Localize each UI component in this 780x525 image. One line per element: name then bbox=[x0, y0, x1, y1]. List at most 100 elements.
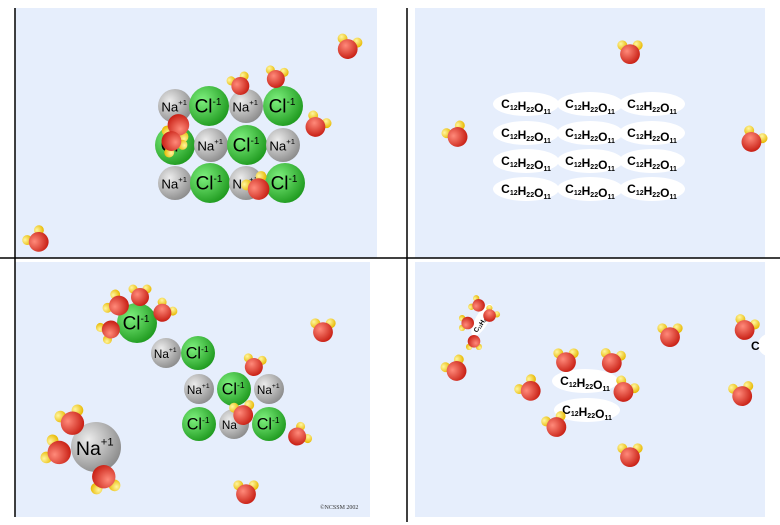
sucrose-formula: C12H22O11 bbox=[501, 97, 551, 116]
oxygen-atom bbox=[153, 303, 172, 322]
ion-label: Na+1 bbox=[154, 347, 177, 361]
ion-label: Cl-1 bbox=[271, 173, 298, 194]
water-molecule bbox=[161, 131, 188, 158]
sucrose-cloud bbox=[493, 121, 559, 145]
sucrose-cloud bbox=[557, 121, 623, 145]
water-molecule bbox=[617, 40, 643, 64]
chloride-ion: Cl-1 bbox=[252, 407, 286, 441]
sucrose-formula: C12H22O11 bbox=[501, 126, 551, 145]
oxygen-atom bbox=[447, 127, 468, 147]
ion-sphere bbox=[194, 128, 228, 162]
ion-sphere bbox=[181, 336, 215, 370]
water-molecule bbox=[288, 421, 313, 446]
sucrose-molecule: C12H22O11 bbox=[619, 121, 685, 145]
ion-label: Cl-1 bbox=[257, 415, 280, 433]
oxygen-atom bbox=[620, 44, 640, 64]
sucrose-cloud bbox=[619, 149, 685, 173]
sodium-ion: Na+1 bbox=[151, 338, 181, 368]
sucrose-molecule: C12H22O11 bbox=[619, 177, 685, 201]
ion-label: Cl-1 bbox=[222, 380, 245, 398]
sucrose-cloud bbox=[493, 92, 559, 116]
chloride-ion: Cl-1 bbox=[117, 303, 157, 343]
oxygen-atom bbox=[161, 131, 182, 151]
chloride-ion: Cl-1 bbox=[190, 163, 230, 203]
sucrose-cloud bbox=[619, 121, 685, 145]
sodium-ion: Na+1 bbox=[266, 128, 300, 162]
sodium-ion: Na+1 bbox=[254, 374, 284, 404]
oxygen-atom bbox=[244, 357, 263, 376]
water-molecule bbox=[657, 323, 683, 347]
sucrose-cloud bbox=[493, 149, 559, 173]
water-molecule bbox=[514, 374, 541, 401]
oxygen-atom bbox=[231, 76, 250, 95]
chloride-ion: Cl-1 bbox=[189, 86, 229, 126]
water-molecule bbox=[483, 304, 501, 322]
oxygen-atom bbox=[556, 352, 576, 372]
water-molecule bbox=[613, 375, 640, 402]
water-molecule bbox=[226, 71, 250, 95]
sucrose-molecule: C12H22O11 bbox=[557, 121, 623, 145]
ion-sphere bbox=[158, 89, 192, 123]
sucrose-formula-partial: C bbox=[751, 339, 760, 353]
oxygen-atom bbox=[288, 427, 307, 446]
oxygen-atom bbox=[236, 484, 256, 504]
oxygen-atom bbox=[461, 316, 474, 330]
sucrose-molecule: C12H22O11 bbox=[619, 149, 685, 173]
ion-sphere bbox=[189, 86, 229, 126]
sucrose-molecule: C12H22O11 bbox=[619, 92, 685, 116]
oxygen-atom bbox=[313, 322, 333, 342]
water-molecule bbox=[95, 320, 120, 345]
oxygen-atom bbox=[734, 320, 755, 340]
oxygen-atom bbox=[109, 295, 129, 316]
oxygen-atom bbox=[131, 288, 149, 306]
ion-sphere bbox=[254, 374, 284, 404]
sucrose-formula: C12H22O11 bbox=[565, 182, 615, 201]
water-molecule bbox=[310, 318, 336, 342]
water-molecule bbox=[243, 353, 267, 376]
chloride-ion: Cl-1 bbox=[217, 372, 251, 406]
ion-label: Cl-1 bbox=[196, 173, 223, 194]
sucrose-cloud bbox=[619, 177, 685, 201]
oxygen-atom bbox=[741, 132, 762, 152]
ion-sphere bbox=[151, 338, 181, 368]
ion-sphere bbox=[71, 422, 121, 472]
ion-sphere bbox=[263, 86, 303, 126]
ion-label: Cl-1 bbox=[269, 96, 296, 117]
oxygen-atom bbox=[101, 320, 120, 339]
chloride-ion: Cl-1 bbox=[263, 86, 303, 126]
sucrose-formula: C12H22O11 bbox=[565, 154, 615, 173]
sucrose-cloud bbox=[557, 177, 623, 201]
sucrose-formula: C12H22O11 bbox=[560, 374, 610, 393]
oxygen-atom bbox=[92, 465, 116, 489]
water-molecule bbox=[233, 480, 259, 504]
oxygen-atom bbox=[266, 69, 285, 88]
chloride-ion: Cl-1 bbox=[182, 407, 216, 441]
sucrose-molecule: C12H22O11 bbox=[552, 369, 618, 393]
ion-label: Na+1 bbox=[187, 383, 210, 397]
sucrose-formula: C12H22O11 bbox=[565, 126, 615, 145]
oxygen-atom bbox=[601, 353, 622, 373]
water-molecule bbox=[305, 110, 332, 137]
copyright-credit: ©NCSSM 2002 bbox=[320, 505, 359, 511]
chloride-ion: Cl-1 bbox=[265, 163, 305, 203]
oxygen-atom bbox=[167, 114, 190, 136]
water-molecule bbox=[229, 400, 255, 425]
ion-label: Cl-1 bbox=[233, 135, 260, 156]
water-molecule bbox=[440, 354, 467, 381]
sucrose-molecule: C12H22O11 bbox=[557, 177, 623, 201]
sucrose-formula: C12H22O11 bbox=[627, 126, 677, 145]
sucrose-molecule: C12H22O11 bbox=[557, 149, 623, 173]
sodium-ion: Na+1 bbox=[184, 374, 214, 404]
water-molecule bbox=[541, 411, 567, 437]
ion-sphere bbox=[266, 128, 300, 162]
sucrose-molecule: C12H22O11 bbox=[557, 92, 623, 116]
water-molecule bbox=[102, 289, 129, 316]
ion-sphere bbox=[117, 303, 157, 343]
oxygen-atom bbox=[467, 335, 481, 348]
water-molecule bbox=[337, 33, 363, 59]
oxygen-atom bbox=[472, 299, 485, 312]
oxygen-atom bbox=[446, 361, 467, 381]
particles-layer: Na+1Cl-1Na+1Cl-1Cl-1Na+1Cl-1Na+1Na+1Cl-1… bbox=[22, 33, 780, 525]
ion-label: Na+1 bbox=[76, 437, 114, 461]
